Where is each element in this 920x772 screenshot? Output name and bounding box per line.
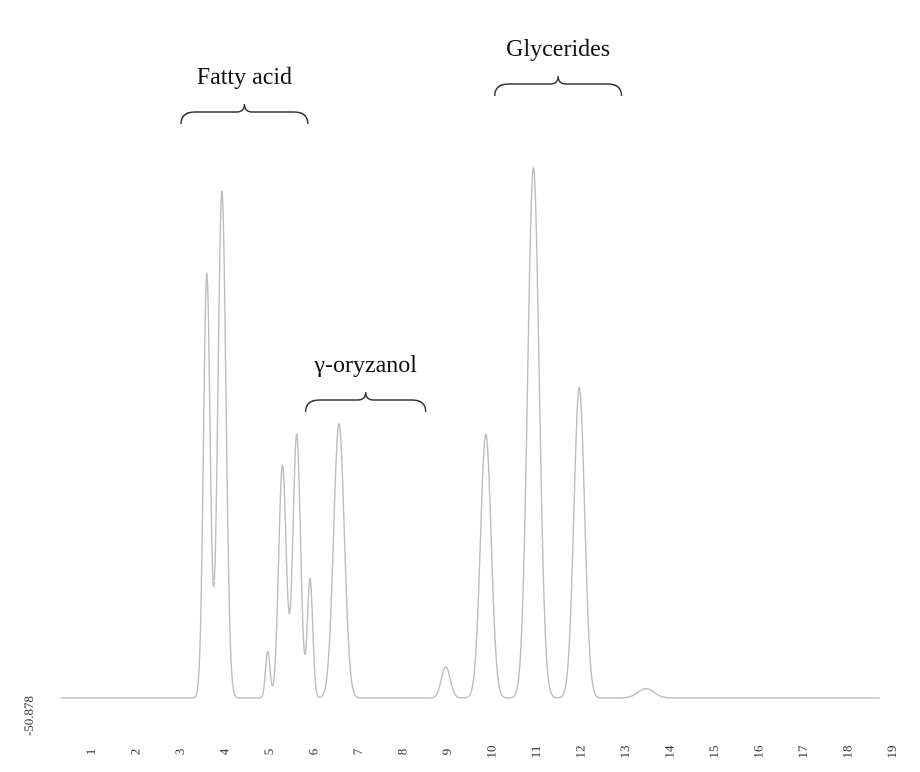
x-tick-label: 18 bbox=[839, 746, 854, 759]
trace-layer bbox=[60, 166, 880, 699]
baseline-value-label: -50.878 bbox=[21, 696, 36, 736]
chromatogram-trace-segment bbox=[213, 190, 324, 699]
x-tick-label: 4 bbox=[216, 748, 231, 755]
x-tick-label: 8 bbox=[394, 749, 409, 756]
x-tick-label: 15 bbox=[706, 746, 721, 759]
group-label: Glycerides bbox=[506, 36, 610, 62]
group-brace bbox=[304, 391, 427, 413]
x-tick-label: 14 bbox=[661, 745, 676, 759]
x-tick-label: 1 bbox=[83, 749, 98, 756]
x-tick-label: 7 bbox=[350, 748, 365, 755]
group-label: γ-oryzanol bbox=[313, 352, 417, 378]
x-tick-label: 16 bbox=[750, 745, 765, 759]
x-tick-label: 9 bbox=[439, 749, 454, 756]
group-label: Fatty acid bbox=[197, 64, 292, 90]
chromatogram-trace-segment bbox=[510, 166, 557, 699]
chromatogram-trace-segment bbox=[60, 271, 215, 699]
x-tick-label: 12 bbox=[572, 746, 587, 759]
chromatogram-trace-segment bbox=[421, 433, 511, 699]
group-brace bbox=[494, 75, 623, 97]
x-tick-label: 13 bbox=[617, 746, 632, 759]
chromatogram-trace-segment bbox=[322, 423, 422, 699]
chromatogram-trace-segment bbox=[556, 386, 613, 699]
x-tick-label: 2 bbox=[127, 749, 142, 756]
x-tick-label: 11 bbox=[528, 746, 543, 759]
x-tick-label: 5 bbox=[261, 749, 276, 756]
x-tick-label: 17 bbox=[795, 745, 810, 759]
x-tick-label: 6 bbox=[305, 748, 320, 755]
group-label-layer: Fatty acid γ-oryzanol Glycerides bbox=[197, 36, 610, 378]
group-brace bbox=[180, 103, 309, 125]
x-tick-label: 19 bbox=[884, 746, 899, 759]
brace-layer bbox=[180, 75, 623, 413]
x-tick-label: 3 bbox=[172, 749, 187, 756]
chromatogram-trace-segment bbox=[612, 687, 880, 699]
x-tick-label: 10 bbox=[483, 746, 498, 759]
